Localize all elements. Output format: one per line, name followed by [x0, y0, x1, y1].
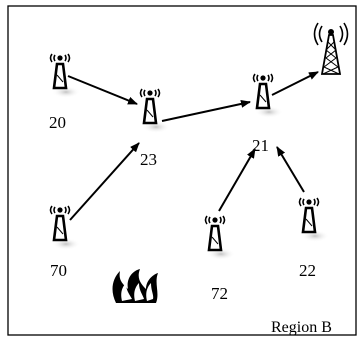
edge-22-to-21: [276, 146, 305, 193]
edge-23-to-21: [161, 99, 251, 122]
edges: [67, 71, 319, 221]
sensor-node-icon: [298, 197, 320, 234]
edge-70-to-23: [69, 142, 140, 221]
node-label-70: 70: [50, 261, 67, 280]
region-label: Region B: [271, 319, 332, 336]
sensor-node-21: [252, 73, 283, 118]
node-label-21: 21: [252, 136, 269, 155]
node-label-72: 72: [211, 284, 228, 303]
edge-21-to-tower: [271, 71, 319, 96]
node-label-23: 23: [140, 150, 157, 169]
cell-tower-icon: [313, 22, 349, 75]
sensor-node-70: [49, 205, 80, 250]
sensor-node-22: [298, 197, 329, 242]
fire-icon: [112, 269, 158, 303]
sensor-node-icon: [139, 88, 161, 125]
node-label-20: 20: [49, 113, 66, 132]
sensor-node-icon: [49, 53, 71, 90]
sensor-node-icon: [204, 215, 226, 252]
sensor-node-icon: [49, 205, 71, 242]
sensor-node-72: [204, 215, 235, 260]
edge-20-to-23: [67, 75, 138, 105]
region-boundary: [7, 5, 357, 336]
sensor-node-23: [139, 88, 170, 133]
sensor-node-20: [49, 53, 80, 98]
edge-72-to-21: [218, 148, 256, 212]
node-label-22: 22: [299, 261, 316, 280]
sensor-node-icon: [252, 73, 274, 110]
